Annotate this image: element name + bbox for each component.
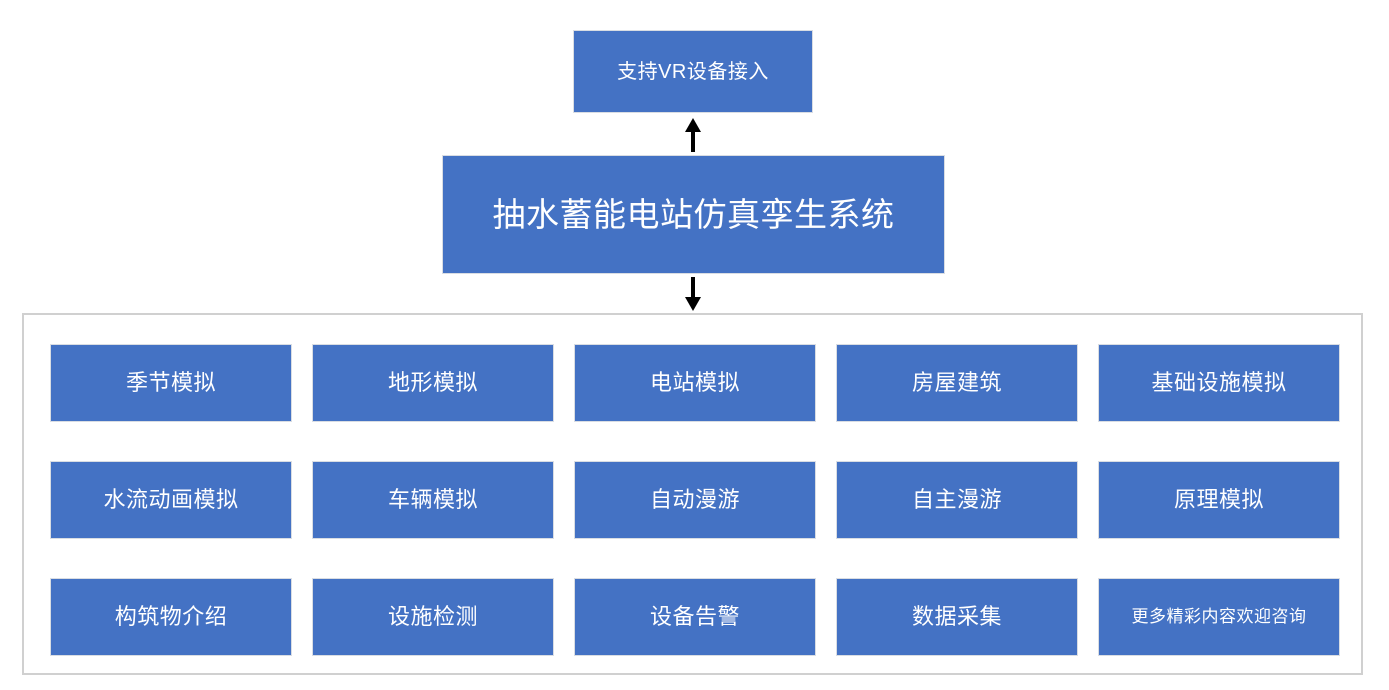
- feature-equipment-alarm[interactable]: 设备告警: [574, 578, 816, 656]
- arrow-up-icon: [681, 118, 705, 152]
- feature-data-collection[interactable]: 数据采集: [836, 578, 1078, 656]
- feature-label: 设备告警: [649, 603, 740, 629]
- feature-more-content-inquiry[interactable]: 更多精彩内容欢迎咨询: [1098, 578, 1340, 656]
- feature-house-building[interactable]: 房屋建筑: [836, 344, 1078, 422]
- feature-season-simulation[interactable]: 季节模拟: [50, 344, 292, 422]
- feature-label: 地形模拟: [387, 369, 478, 395]
- feature-label: 电站模拟: [649, 369, 740, 395]
- feature-structure-introduction[interactable]: 构筑物介绍: [50, 578, 292, 656]
- features-grid: 季节模拟 地形模拟 电站模拟 房屋建筑 基础设施模拟 水流动画模拟 车辆模拟: [50, 344, 1340, 656]
- feature-facility-inspection[interactable]: 设施检测: [312, 578, 554, 656]
- feature-label: 自动漫游: [649, 486, 740, 512]
- node-main-system[interactable]: 抽水蓄能电站仿真孪生系统: [442, 155, 945, 274]
- feature-power-station-simulation[interactable]: 电站模拟: [574, 344, 816, 422]
- feature-label: 更多精彩内容欢迎咨询: [1131, 606, 1307, 626]
- feature-label: 原理模拟: [1173, 486, 1264, 512]
- node-vr-support-label: 支持VR设备接入: [617, 60, 769, 83]
- feature-water-flow-animation[interactable]: 水流动画模拟: [50, 461, 292, 539]
- node-main-system-label: 抽水蓄能电站仿真孪生系统: [492, 195, 895, 233]
- feature-label: 自主漫游: [911, 486, 1002, 512]
- feature-principle-simulation[interactable]: 原理模拟: [1098, 461, 1340, 539]
- feature-auto-roaming[interactable]: 自动漫游: [574, 461, 816, 539]
- features-panel: 季节模拟 地形模拟 电站模拟 房屋建筑 基础设施模拟 水流动画模拟 车辆模拟: [22, 313, 1363, 675]
- feature-label: 房屋建筑: [911, 369, 1002, 395]
- feature-terrain-simulation[interactable]: 地形模拟: [312, 344, 554, 422]
- feature-label: 构筑物介绍: [114, 603, 228, 629]
- feature-label: 数据采集: [911, 603, 1002, 629]
- feature-label: 基础设施模拟: [1151, 369, 1287, 395]
- feature-label: 设施检测: [387, 603, 478, 629]
- feature-label: 水流动画模拟: [103, 486, 239, 512]
- node-vr-support[interactable]: 支持VR设备接入: [573, 30, 813, 113]
- feature-vehicle-simulation[interactable]: 车辆模拟: [312, 461, 554, 539]
- feature-label: 车辆模拟: [387, 486, 478, 512]
- feature-label: 季节模拟: [125, 369, 216, 395]
- feature-infrastructure-simulation[interactable]: 基础设施模拟: [1098, 344, 1340, 422]
- feature-free-roaming[interactable]: 自主漫游: [836, 461, 1078, 539]
- arrow-down-icon: [681, 277, 705, 311]
